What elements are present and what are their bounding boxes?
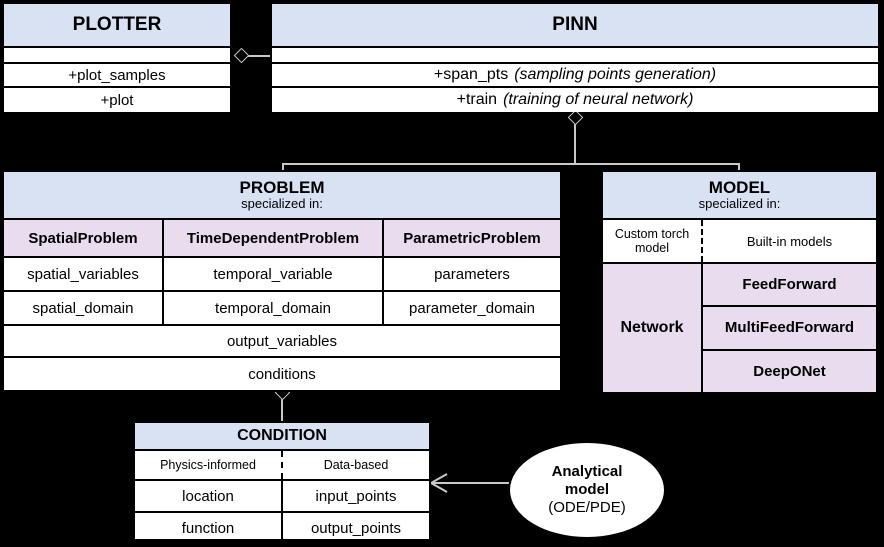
- problem-attr-spatial-variables: spatial_variables: [4, 258, 164, 290]
- problem-attribute-row-2: spatial_domain temporal_domain parameter…: [4, 292, 560, 326]
- model-body: Network FeedForward MultiFeedForward Dee…: [603, 264, 876, 392]
- plotter-title: PLOTTER: [4, 4, 230, 48]
- model-network-cell[interactable]: Network: [603, 264, 703, 392]
- model-builtin-multifeedforward[interactable]: MultiFeedForward: [703, 307, 876, 351]
- pinn-method-train[interactable]: +train (training of neural network): [272, 88, 878, 112]
- pinn-method-span-pts-note: (sampling points generation): [514, 66, 717, 83]
- model-header: MODEL specialized in:: [603, 172, 876, 220]
- pinn-method-span-pts[interactable]: +span_pts (sampling points generation): [272, 64, 878, 88]
- connector-analytical-to-condition: [433, 482, 511, 484]
- model-builtin-list: FeedForward MultiFeedForward DeepONet: [703, 264, 876, 392]
- model-category-custom-torch: Custom torch model: [603, 220, 703, 262]
- connector-branch-bar: [282, 163, 740, 165]
- pinn-attribute-compartment: [272, 48, 878, 64]
- condition-attr-function: function: [135, 513, 283, 543]
- class-box-pinn[interactable]: PINN +span_pts (sampling points generati…: [270, 2, 880, 112]
- condition-attr-output-points: output_points: [310, 519, 402, 537]
- problem-attr-parameters: parameters: [384, 258, 560, 290]
- analytical-model-line3: (ODE/PDE): [548, 498, 626, 516]
- problem-subclass-parametric[interactable]: ParametricProblem: [384, 220, 560, 256]
- model-builtin-feedforward[interactable]: FeedForward: [703, 264, 876, 308]
- aggregation-diamond-plotter: [233, 47, 250, 64]
- model-builtin-deeponet[interactable]: DeepONet: [703, 350, 876, 392]
- analytical-model-ellipse[interactable]: Analytical model (ODE/PDE): [508, 441, 666, 539]
- problem-subtitle: specialized in:: [241, 196, 323, 212]
- class-box-model[interactable]: MODEL specialized in: Custom torch model…: [601, 170, 878, 392]
- condition-category-data-based: Data-based: [323, 458, 389, 472]
- problem-attr-output-variables: output_variables: [4, 326, 560, 358]
- class-box-plotter[interactable]: PLOTTER +plot_samples +plot: [2, 2, 232, 112]
- analytical-model-line2: model: [564, 481, 610, 499]
- problem-subclass-spatial[interactable]: SpatialProblem: [4, 220, 164, 256]
- plotter-method-plot-samples[interactable]: +plot_samples: [4, 64, 230, 88]
- condition-attr-location: location: [135, 481, 283, 511]
- class-box-problem[interactable]: PROBLEM specialized in: SpatialProblem T…: [2, 170, 562, 392]
- condition-category-physics-informed: Physics-informed: [135, 451, 283, 479]
- connector-branch-to-model: [738, 163, 740, 172]
- pinn-method-train-note: (training of neural network): [503, 91, 694, 108]
- problem-attr-conditions: conditions: [4, 358, 560, 390]
- pinn-title: PINN: [272, 4, 878, 48]
- analytical-model-line1: Analytical: [551, 463, 623, 481]
- connector-plotter-pinn: [240, 55, 272, 57]
- condition-row-2: function output_points: [135, 513, 429, 543]
- problem-attribute-row-1: spatial_variables temporal_variable para…: [4, 258, 560, 292]
- class-box-condition[interactable]: CONDITION Physics-informed Data-based lo…: [133, 421, 431, 543]
- connector-branch-to-problem: [282, 163, 284, 172]
- aggregation-diamond-pinn: [567, 109, 584, 126]
- condition-category-row: Physics-informed Data-based: [135, 451, 429, 481]
- model-subtitle: specialized in:: [698, 196, 781, 212]
- problem-attr-temporal-domain: temporal_domain: [164, 292, 384, 324]
- problem-subclass-timedependent[interactable]: TimeDependentProblem: [164, 220, 384, 256]
- plotter-attribute-compartment: [4, 48, 230, 64]
- plotter-method-plot[interactable]: +plot: [4, 88, 230, 112]
- pinn-method-train-name: +train: [456, 91, 498, 108]
- problem-attr-parameter-domain: parameter_domain: [384, 292, 560, 324]
- pinn-method-span-pts-name: +span_pts: [433, 66, 509, 83]
- problem-header: PROBLEM specialized in:: [4, 172, 560, 220]
- condition-row-1: location input_points: [135, 481, 429, 513]
- connector-pinn-stem: [574, 112, 576, 165]
- problem-attr-temporal-variable: temporal_variable: [164, 258, 384, 290]
- problem-title: PROBLEM: [239, 178, 325, 198]
- condition-title: CONDITION: [135, 423, 429, 451]
- model-category-builtin: Built-in models: [703, 220, 876, 262]
- model-category-row: Custom torch model Built-in models: [603, 220, 876, 264]
- model-title: MODEL: [708, 178, 771, 198]
- problem-attr-spatial-domain: spatial_domain: [4, 292, 164, 324]
- condition-attr-input-points: input_points: [315, 487, 397, 505]
- connector-problem-condition: [281, 392, 283, 422]
- problem-subclass-row: SpatialProblem TimeDependentProblem Para…: [4, 220, 560, 258]
